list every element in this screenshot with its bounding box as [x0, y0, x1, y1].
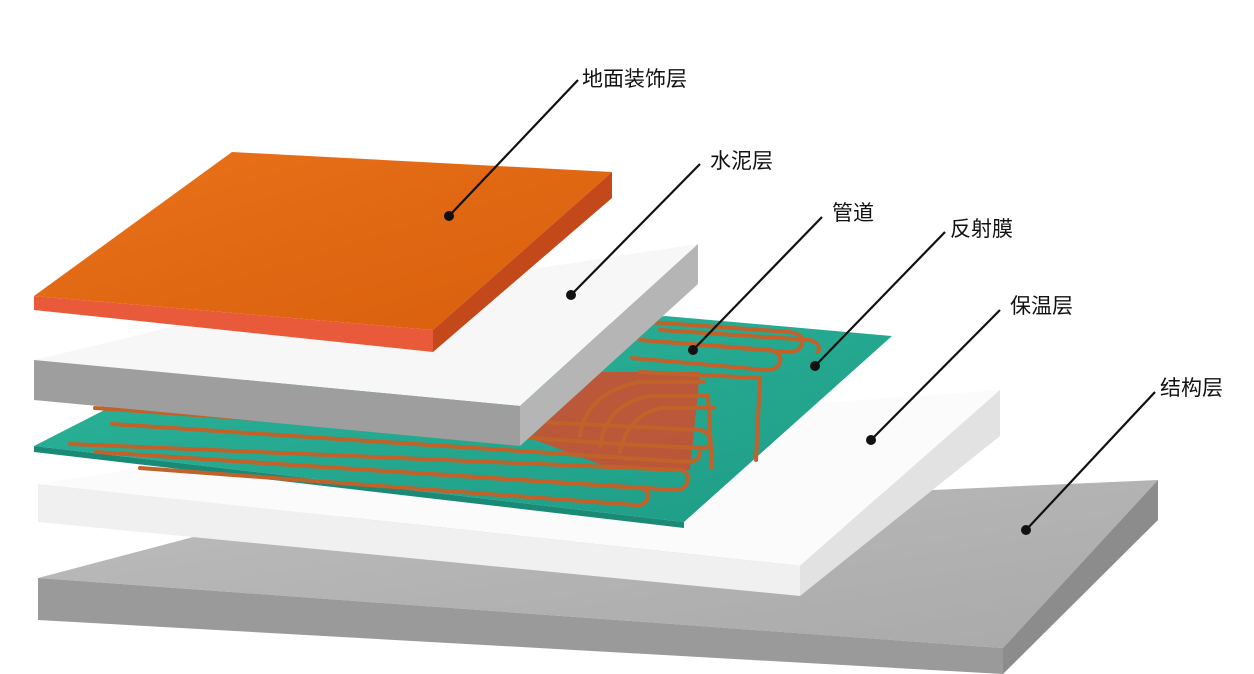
- label-reflective-film: 反射膜: [950, 217, 1013, 241]
- dot-cement: [566, 290, 576, 300]
- label-cement: 水泥层: [710, 149, 773, 173]
- leader-insulation: [870, 309, 1001, 441]
- dot-floor-finish: [444, 211, 454, 221]
- leader-pipe: [692, 216, 823, 351]
- dot-structure: [1021, 525, 1031, 535]
- labels: 地面装饰层 水泥层 管道 反射膜 保温层 结构层: [582, 67, 1223, 400]
- leader-floor-finish: [448, 79, 579, 217]
- label-structure: 结构层: [1160, 376, 1223, 400]
- leader-cement: [570, 163, 701, 296]
- label-floor-finish: 地面装饰层: [582, 67, 687, 91]
- dot-reflective-film: [810, 361, 820, 371]
- pipe-layer: [68, 320, 821, 508]
- label-insulation: 保温层: [1010, 294, 1073, 318]
- leader-reflective-film: [814, 231, 946, 367]
- dot-pipe: [688, 345, 698, 355]
- leader-structure: [1025, 391, 1156, 531]
- dot-insulation: [866, 435, 876, 445]
- leader-lines: [444, 79, 1156, 535]
- label-pipe: 管道: [832, 201, 874, 225]
